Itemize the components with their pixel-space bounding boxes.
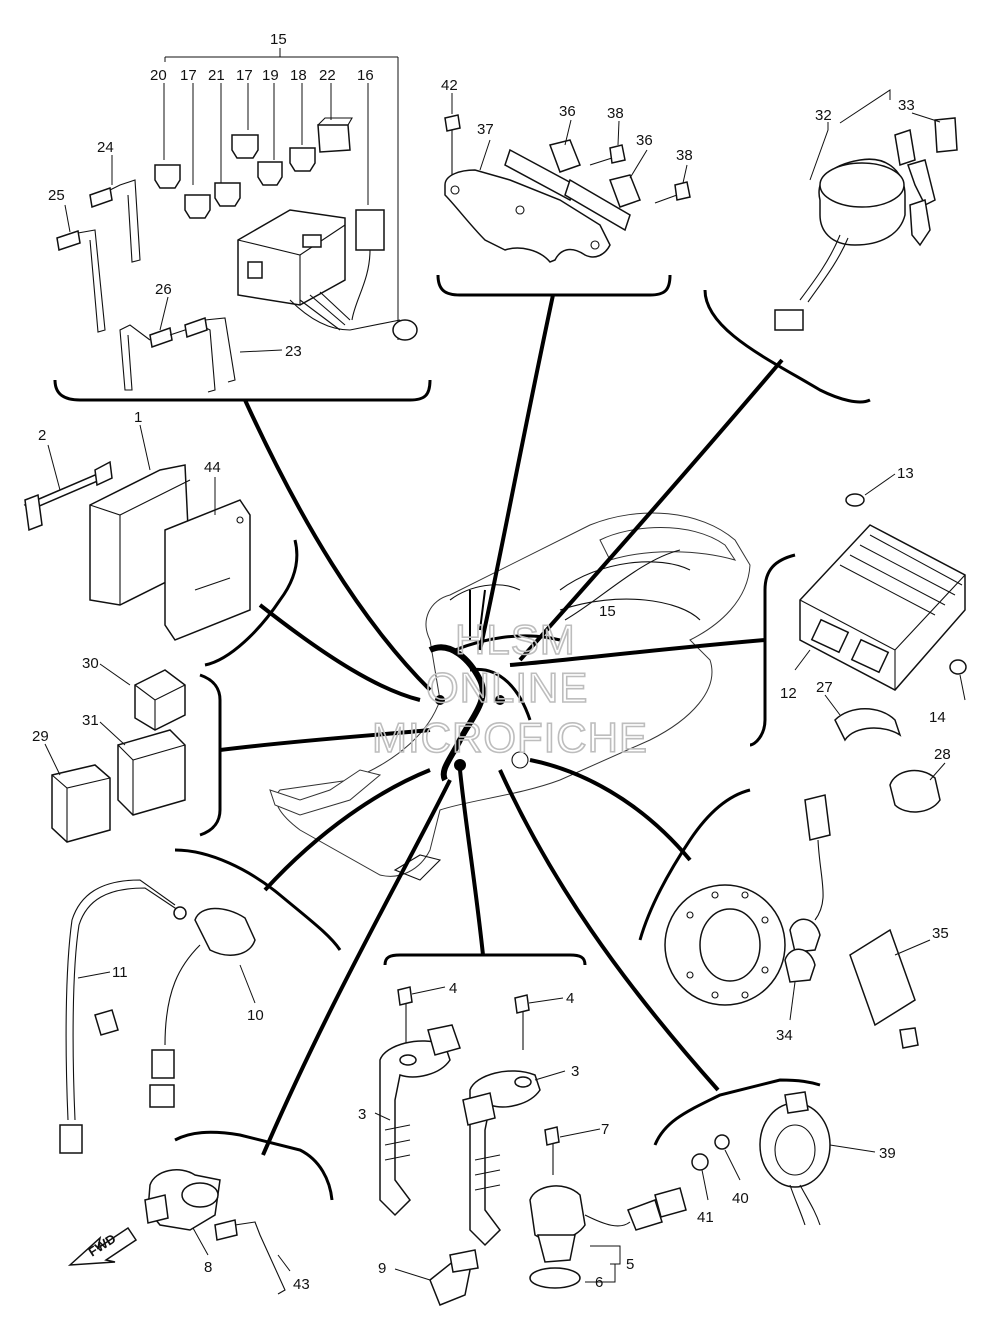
callout: 2 <box>38 427 46 444</box>
sensor-39-group <box>691 1091 876 1226</box>
callout: 31 <box>82 712 99 729</box>
callout: 3 <box>358 1106 366 1123</box>
callout: 13 <box>897 465 914 482</box>
callout: 30 <box>82 655 99 672</box>
callout: 12 <box>780 685 797 702</box>
callout: 22 <box>319 67 336 84</box>
callout: 15 <box>270 31 287 48</box>
callout: 36 <box>636 132 653 149</box>
callout: 5 <box>626 1256 634 1273</box>
callout: 11 <box>112 964 128 981</box>
callout: 33 <box>898 97 915 114</box>
callout: 10 <box>247 1007 264 1024</box>
callout: 19 <box>262 67 279 84</box>
spoke-lines <box>219 294 784 1156</box>
callout: 4 <box>566 990 574 1007</box>
callout: 27 <box>816 679 833 696</box>
callout: 41 <box>697 1209 714 1226</box>
callout: 37 <box>477 121 494 138</box>
sensor-wire-group <box>59 879 256 1154</box>
callout: 24 <box>97 139 114 156</box>
callout: 17 <box>236 67 253 84</box>
callout: 16 <box>357 67 374 84</box>
ecu-group <box>23 424 251 641</box>
ignition-coil-group <box>374 986 566 1247</box>
callout: 44 <box>204 459 221 476</box>
callout: 1 <box>134 409 142 426</box>
callout: 9 <box>378 1260 386 1277</box>
relay-group <box>44 663 186 843</box>
callout-labels: 15 20 17 21 17 19 18 22 16 24 25 26 23 4… <box>32 31 951 1293</box>
pickup-rotor-group <box>664 794 931 1049</box>
callout: 38 <box>676 147 693 164</box>
callout: 26 <box>155 281 172 298</box>
ignition-switch-group <box>774 89 958 331</box>
callout: 14 <box>929 709 946 726</box>
callout: 18 <box>290 67 307 84</box>
fwd-arrow-icon: FWD <box>67 1226 138 1266</box>
callout: 23 <box>285 343 302 360</box>
callout: 35 <box>932 925 949 942</box>
rectifier-group <box>794 473 967 813</box>
callout: 4 <box>449 980 457 997</box>
callout: 25 <box>48 187 65 204</box>
bottom-left-group: FWD <box>67 1169 479 1306</box>
fuse-box-group <box>56 48 418 393</box>
callout: 28 <box>934 746 951 763</box>
callout: 36 <box>559 103 576 120</box>
watermark-line2: ONLINE <box>426 664 588 711</box>
callout: 21 <box>208 67 225 84</box>
callout: 40 <box>732 1190 749 1207</box>
watermark-line1: HLSM <box>455 616 576 663</box>
bracket-group-36-38 <box>444 93 691 263</box>
watermark: HLSM ONLINE MICROFICHE <box>371 615 648 762</box>
watermark-line3: MICROFICHE <box>372 714 648 761</box>
callout: 29 <box>32 728 49 745</box>
callout: 20 <box>150 67 167 84</box>
callout: 42 <box>441 77 458 94</box>
callout: 34 <box>776 1027 793 1044</box>
callout: 39 <box>879 1145 896 1162</box>
callout: 17 <box>180 67 197 84</box>
callout: 38 <box>607 105 624 122</box>
section-brackets <box>53 274 871 1201</box>
callout: 3 <box>571 1063 579 1080</box>
callout: 43 <box>293 1276 310 1293</box>
callout: 8 <box>204 1259 212 1276</box>
callout: 15 <box>599 603 616 620</box>
callout: 7 <box>601 1121 609 1138</box>
callout: 32 <box>815 107 832 124</box>
speed-sensor-group <box>529 1126 687 1289</box>
callout: 6 <box>595 1274 603 1291</box>
